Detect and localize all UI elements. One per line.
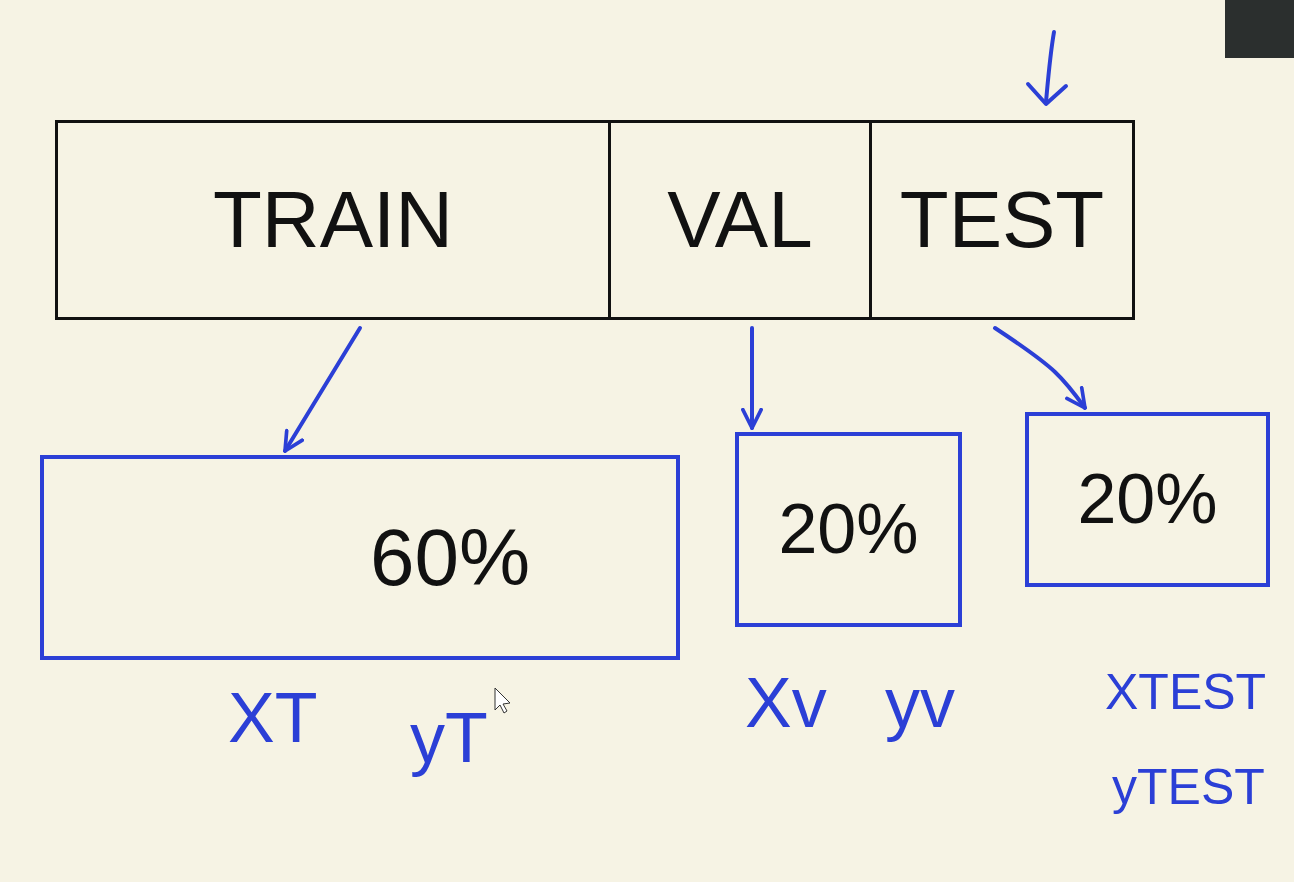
variable-label: yv bbox=[885, 665, 955, 742]
share-box: 20% bbox=[735, 432, 962, 627]
mouse-cursor bbox=[495, 688, 510, 713]
box-text: 20% bbox=[1077, 461, 1217, 538]
box-text: 20% bbox=[778, 491, 918, 568]
variable-label: yTEST bbox=[1112, 760, 1265, 815]
box-text: 60% bbox=[370, 514, 530, 602]
share-box: 20% bbox=[1025, 412, 1270, 587]
box-text: TEST bbox=[900, 176, 1104, 264]
variable-label: Xv bbox=[745, 665, 827, 742]
variable-label: XT bbox=[228, 680, 317, 757]
pointer-arrow bbox=[1046, 32, 1054, 102]
webcam-overlay bbox=[1225, 0, 1294, 58]
pointer-arrowhead bbox=[1028, 84, 1066, 104]
variable-label: XTEST bbox=[1105, 665, 1266, 720]
split-cell: TEST bbox=[869, 120, 1135, 320]
split-arrow bbox=[285, 328, 360, 451]
variable-label: yT bbox=[410, 700, 488, 777]
split-cell: TRAIN bbox=[55, 120, 611, 320]
share-box: 60% bbox=[40, 455, 680, 660]
box-text: TRAIN bbox=[213, 176, 453, 264]
split-cell: VAL bbox=[608, 120, 872, 320]
split-arrow bbox=[995, 328, 1085, 408]
box-text: VAL bbox=[667, 176, 812, 264]
split-arrow bbox=[750, 328, 754, 428]
